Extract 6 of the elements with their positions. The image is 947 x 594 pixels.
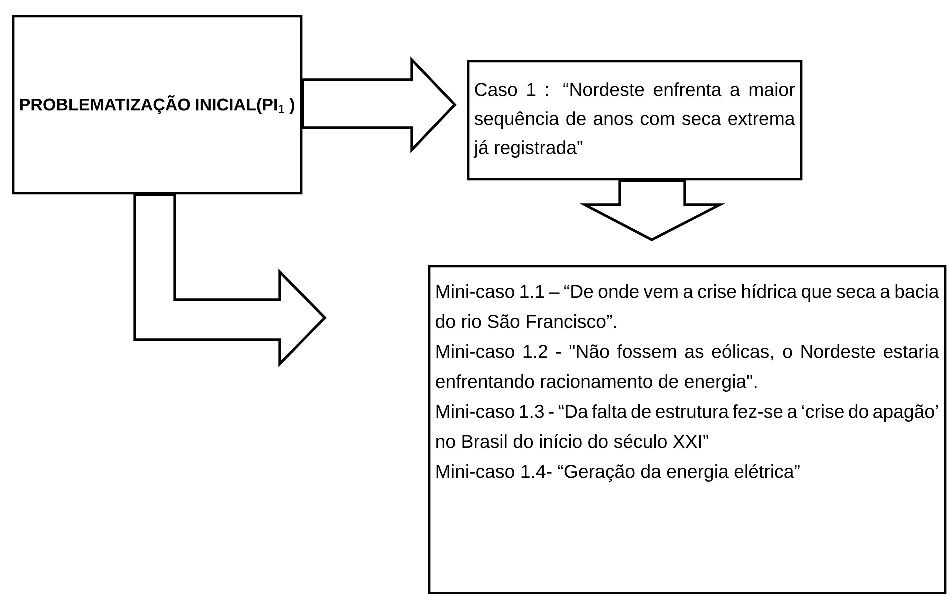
block-arrow	[134, 193, 327, 368]
block-arrow	[580, 179, 726, 242]
block-arrow	[301, 56, 457, 154]
heading-box: PROBLEMATIZAÇÃO INICIAL(PI$_{1}$ )	[12, 15, 303, 195]
text-box: Mini-caso 1.1 – “De onde vem a crise hídrica que seca a bacia do rio São Francisco”. Mini-caso 1.2 - "Não fossem as eólicas, o Nordeste estaria enfrentando racionamento de energia". Mini-caso 1.3 - “Da falta de estrutura fez-se a ‘crise do apagão’ no Brasil do início do século XXI” Mini-caso 1.4- “Geração da energia elétrica”	[428, 265, 947, 594]
case-box: Caso 1 : “Nordeste enfrenta a maior sequência de anos com seca extrema já registrada”	[467, 60, 803, 181]
